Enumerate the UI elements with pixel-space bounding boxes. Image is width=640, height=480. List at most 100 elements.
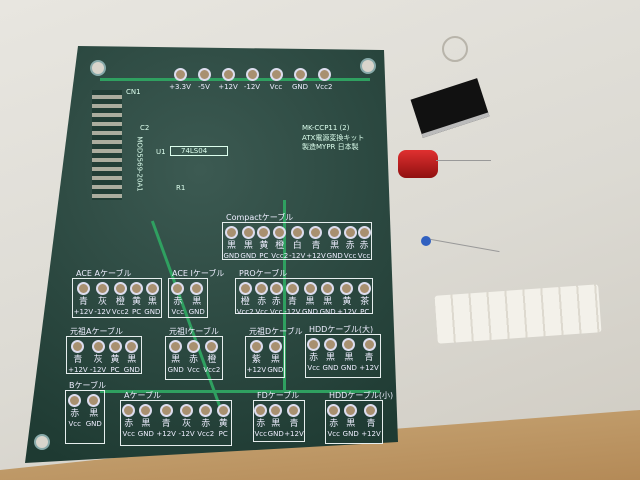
wire-color: 紫 <box>251 355 261 365</box>
pin-signal: GND <box>342 430 359 438</box>
connector-title: 元祖Iケーブル <box>169 327 219 336</box>
atx-connector <box>434 284 602 344</box>
c2-label: C2 <box>140 124 150 132</box>
solder-pad <box>145 282 159 295</box>
solder-pad <box>238 282 252 295</box>
solder-pad <box>309 226 323 239</box>
solder-pad <box>187 340 201 353</box>
connector-title: PROケーブル <box>239 269 288 278</box>
solder-pad <box>169 340 183 353</box>
wire-color: 赤 <box>329 419 339 429</box>
wire-color: 青 <box>366 419 376 429</box>
wire-color: 青 <box>73 355 83 365</box>
wire-color: 青 <box>161 419 171 429</box>
wire-color: 赤 <box>201 419 211 429</box>
solder-pad <box>122 404 136 417</box>
wire-color: 黒 <box>171 355 181 365</box>
pin-label: +12V <box>218 83 238 91</box>
connector-pin: 青-12V <box>284 282 300 316</box>
wire-color: 黄 <box>259 241 269 251</box>
solder-pad <box>303 282 317 295</box>
pin-signal: GND <box>137 430 154 438</box>
part-label: MOD5569-20A1 <box>135 136 144 192</box>
pin-signal: Vcc2 <box>111 308 129 316</box>
electrolytic-capacitor <box>398 150 438 178</box>
pin-label: Vcc <box>269 83 283 91</box>
pin-signal: +12V <box>337 308 357 316</box>
connector-title: ACE Aケーブル <box>76 269 132 278</box>
pin-signal: PC <box>259 252 269 260</box>
pin-signal: GND <box>240 252 257 260</box>
solder-pad <box>254 404 268 417</box>
wire-color: 黒 <box>243 241 253 251</box>
cn1-label: CN1 <box>126 88 141 96</box>
solder-pad <box>68 394 82 407</box>
connector-title: ACE Iケーブル <box>172 269 225 278</box>
pin-signal: -12V <box>289 252 306 260</box>
wire-color: 赤 <box>189 355 199 365</box>
wire-color: 黒 <box>89 409 99 419</box>
solder-pad <box>293 68 307 81</box>
pin-signal: +12V <box>156 430 176 438</box>
pin-signal: -12V <box>178 430 195 438</box>
solder-pad <box>269 68 283 81</box>
wire-color: 赤 <box>309 353 319 363</box>
solder-pad <box>321 282 335 295</box>
wire-color: 黒 <box>270 355 280 365</box>
pin-signal: Vcc <box>255 308 268 316</box>
connector-pin: 紫+12V <box>247 340 266 374</box>
wire-color: 黒 <box>141 419 151 429</box>
solder-pad <box>91 340 105 353</box>
ceramic-capacitor <box>421 236 431 246</box>
solder-pad <box>340 282 354 295</box>
pin-label: Vcc2 <box>315 83 333 91</box>
pin-signal: GND <box>123 366 140 374</box>
wire-color: 灰 <box>98 297 108 307</box>
trace <box>283 200 286 390</box>
header-pin: -12V <box>242 68 262 91</box>
connector-title: FDケーブル <box>257 391 300 400</box>
solder-pad <box>344 404 358 417</box>
header-pin: +12V <box>218 68 238 91</box>
pin-signal: Vcc2 <box>197 430 215 438</box>
connector-title: 元祖Aケーブル <box>70 327 123 336</box>
wire-color: 茶 <box>360 297 370 307</box>
connector-pin: 青+12V <box>361 404 381 438</box>
pin-signal: GND <box>340 364 357 372</box>
wire-color: 橙 <box>207 355 217 365</box>
pin-signal: GND <box>267 430 284 438</box>
wire-color: 橙 <box>275 241 285 251</box>
wire-color: 赤 <box>173 297 183 307</box>
wire-color: 黒 <box>323 297 333 307</box>
kit-label-2: ATX電源変換キット <box>302 134 365 142</box>
solder-pad <box>358 282 372 295</box>
wire-color: 青 <box>311 241 321 251</box>
wire-color: 赤 <box>124 419 134 429</box>
wire-color: 橙 <box>115 297 125 307</box>
pin-signal: GND <box>319 308 336 316</box>
cn1-header <box>92 90 122 200</box>
pin-signal: GND <box>322 364 339 372</box>
solder-pad <box>269 404 283 417</box>
pin-signal: +12V <box>306 252 326 260</box>
pin-signal: GND <box>85 420 102 428</box>
wire-color: 赤 <box>359 241 369 251</box>
connector-pin: 灰-12V <box>178 404 195 438</box>
wire-color: 赤 <box>70 409 80 419</box>
wire-color: 灰 <box>182 419 192 429</box>
